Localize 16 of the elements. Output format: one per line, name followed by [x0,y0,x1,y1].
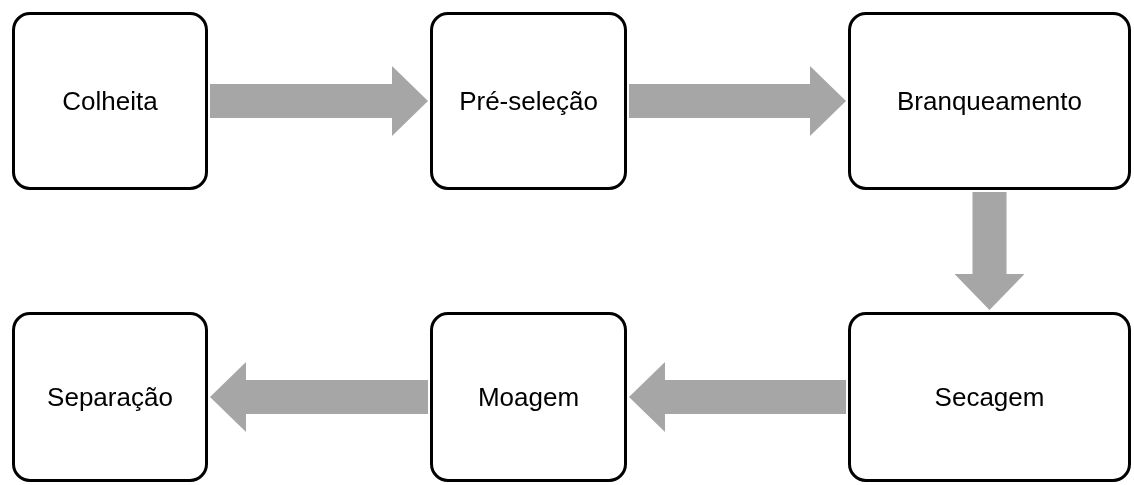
step-label: Moagem [477,381,580,413]
process-box [848,312,1131,482]
process-box [848,12,1131,190]
arrow [629,66,846,136]
step-label: Separação [47,381,173,413]
arrow [629,362,846,432]
step-label: Secagem [934,381,1045,413]
arrow [954,192,1025,310]
step-label: Pré-seleção [459,85,598,117]
process-box [430,312,627,482]
process-box [430,12,627,190]
arrow [210,66,428,136]
step-label: Colheita [62,85,158,117]
step-label: Branqueamento [897,85,1082,117]
process-box [12,12,208,190]
process-box [12,312,208,482]
